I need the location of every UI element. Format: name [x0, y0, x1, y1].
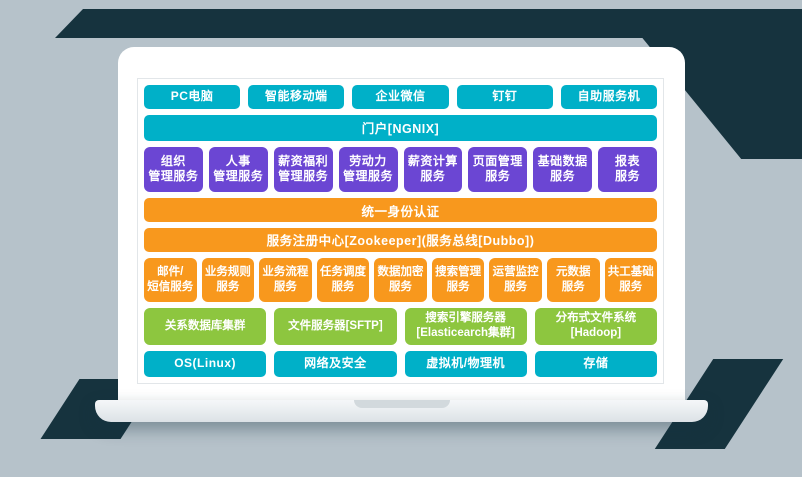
- client-block-dingtalk: 钉钉: [456, 85, 553, 109]
- application-layer-row: 组织 管理服务 人事 管理服务 薪资福利 管理服务 劳动力 管理服务 薪资计算 …: [144, 146, 657, 193]
- service-block-data-encryption: 数据加密 服务: [374, 257, 427, 302]
- app-block-base-data: 基础数据 服务: [533, 146, 593, 193]
- service-block-search-mgmt: 搜索管理 服务: [431, 257, 485, 302]
- service-block-business-rules: 业务规则 服务: [201, 257, 255, 302]
- infra-block-os-linux: OS(Linux): [144, 351, 267, 378]
- service-block-metadata: 元数据 服务: [546, 257, 600, 302]
- laptop-mockup: PC电脑 智能移动端 企业微信 钉钉 自助服务机 门户[NGNIX] 组织 管理…: [95, 47, 708, 422]
- laptop-base-notch: [353, 400, 450, 408]
- data-block-rdbms-cluster: 关系数据库集群: [144, 307, 267, 346]
- infra-block-vm-physical: 虚拟机/物理机: [404, 351, 527, 378]
- client-block-mobile: 智能移动端: [248, 85, 345, 109]
- service-layer-row: 邮件/ 短信服务 业务规则 服务 业务流程 服务 任务调度 服务 数据加密 服务…: [144, 257, 658, 302]
- app-block-org-mgmt: 组织 管理服务: [144, 146, 203, 193]
- portal-nginx-bar: 门户[NGNIX]: [144, 114, 657, 141]
- data-block-elasticsearch-cluster: 搜索引擎服务器 [Elasticearch集群]: [404, 307, 527, 346]
- client-block-kiosk: 自助服务机: [560, 85, 658, 109]
- service-block-business-process: 业务流程 服务: [259, 257, 312, 302]
- app-block-page-mgmt: 页面管理 服务: [468, 146, 528, 193]
- infra-block-network-security: 网络及安全: [274, 351, 397, 378]
- data-layer-row: 关系数据库集群 文件服务器[SFTP] 搜索引擎服务器 [Elasticearc…: [144, 307, 657, 346]
- app-block-workforce-mgmt: 劳动力 管理服务: [338, 146, 398, 193]
- architecture-diagram: PC电脑 智能移动端 企业微信 钉钉 自助服务机 门户[NGNIX] 组织 管理…: [137, 78, 664, 384]
- app-block-salary-calc: 薪资计算 服务: [403, 146, 463, 193]
- data-block-file-server-sftp: 文件服务器[SFTP]: [274, 307, 397, 346]
- client-layer-row: PC电脑 智能移动端 企业微信 钉钉 自助服务机: [144, 85, 658, 109]
- unified-auth-bar: 统一身份认证: [144, 198, 657, 223]
- infra-block-storage: 存储: [534, 351, 657, 378]
- app-block-report: 报表 服务: [598, 146, 657, 193]
- laptop-base: [95, 400, 708, 422]
- app-block-hr-mgmt: 人事 管理服务: [208, 146, 268, 193]
- service-registry-bar: 服务注册中心[Zookeeper](服务总线[Dubbo]): [144, 228, 657, 252]
- infrastructure-layer-row: OS(Linux) 网络及安全 虚拟机/物理机 存储: [144, 351, 657, 378]
- service-block-mail-sms: 邮件/ 短信服务: [144, 257, 197, 302]
- service-block-ops-monitoring: 运营监控 服务: [489, 257, 542, 302]
- data-block-hadoop: 分布式文件系统 [Hadoop]: [534, 307, 657, 346]
- service-block-common-base: 共工基础 服务: [604, 257, 658, 302]
- decor-ribbon-top: [55, 9, 715, 38]
- client-block-pc: PC电脑: [144, 85, 241, 109]
- client-block-wechat-work: 企业微信: [352, 85, 449, 109]
- service-block-task-scheduler: 任务调度 服务: [316, 257, 370, 302]
- app-block-payroll-welfare: 薪资福利 管理服务: [273, 146, 333, 193]
- laptop-screen: PC电脑 智能移动端 企业微信 钉钉 自助服务机 门户[NGNIX] 组织 管理…: [118, 47, 685, 400]
